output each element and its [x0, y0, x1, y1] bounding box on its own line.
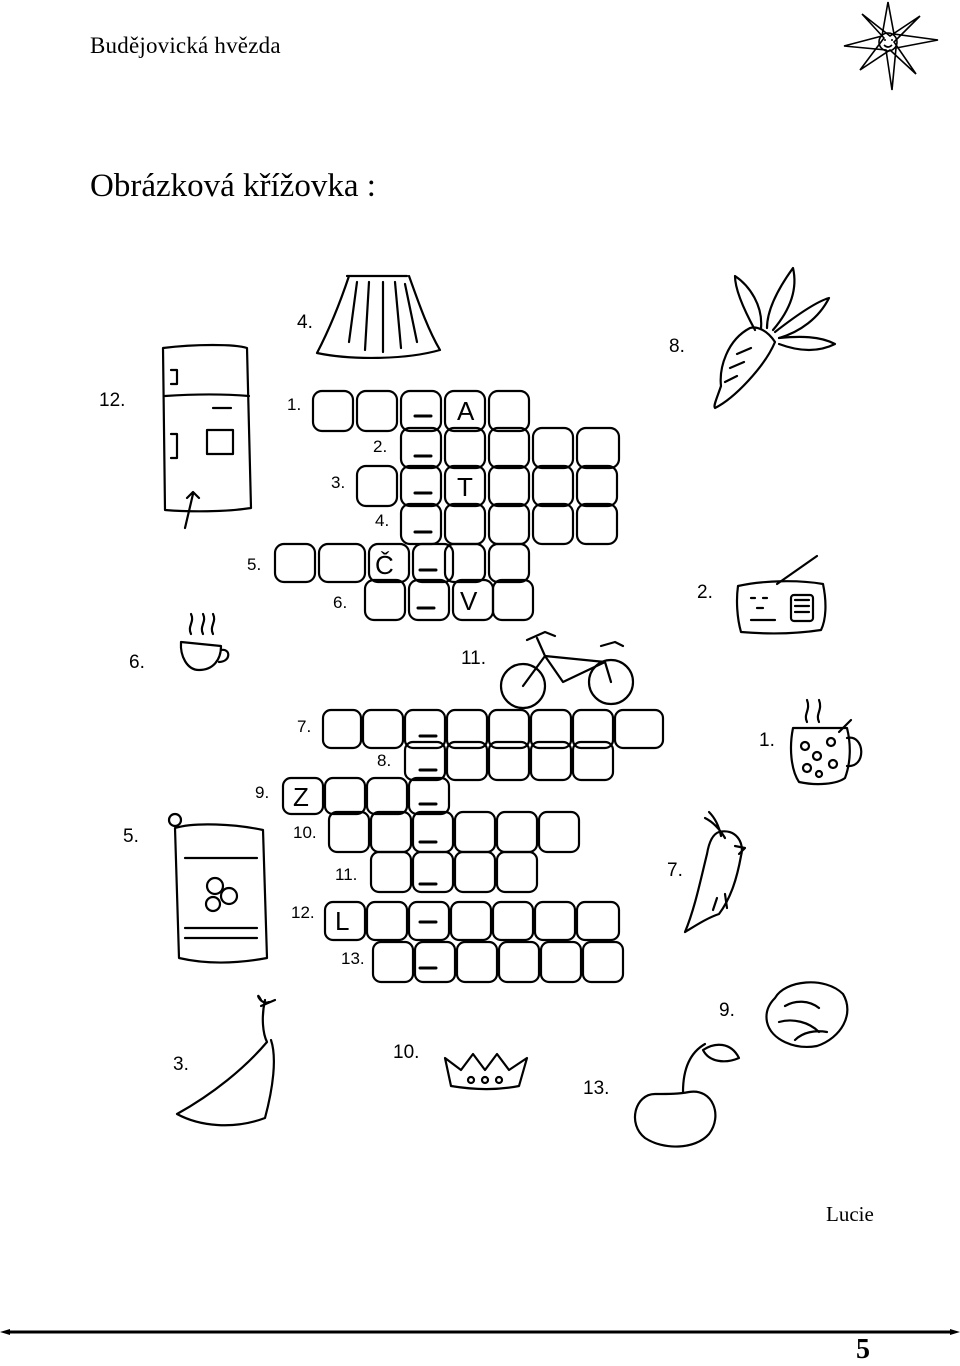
grid-clue-number: 7.	[297, 717, 311, 736]
crossword-lower-grid	[281, 708, 665, 984]
grid-clue-number: 12.	[291, 903, 315, 922]
parrot-icon	[683, 810, 747, 934]
fridge-icon	[161, 343, 253, 530]
picture-number: 9.	[719, 1000, 735, 1021]
header-title: Budějovická hvězda	[90, 33, 281, 58]
crossword-upper-grid	[273, 389, 621, 622]
oven-mitt-icon	[167, 812, 269, 964]
picture-number: 1.	[759, 730, 775, 751]
teacup-icon	[179, 612, 230, 672]
picture-number: 5.	[123, 826, 139, 847]
beetroot-icon	[713, 266, 837, 410]
solution-column-marks	[413, 414, 438, 970]
page-title: Obrázková křížovka :	[90, 168, 376, 204]
grid-clue-number: 1.	[287, 395, 301, 414]
apple-icon	[634, 1042, 741, 1148]
grid-clue-number: 3.	[331, 473, 345, 492]
footer-divider	[0, 1329, 960, 1335]
grid-clue-number: 8.	[377, 751, 391, 770]
grid-clue-number: 9.	[255, 783, 269, 802]
picture-number: 10.	[393, 1042, 419, 1063]
grid-letter: Č	[375, 550, 394, 580]
grid-letter: L	[335, 906, 349, 936]
mug-icon	[789, 698, 863, 786]
picture-number: 13.	[583, 1078, 609, 1099]
scarf-icon	[175, 994, 277, 1127]
grid-letter: Z	[293, 782, 309, 812]
picture-number: 8.	[669, 336, 685, 357]
picture-number: 2.	[697, 582, 713, 603]
picture-number: 6.	[129, 652, 145, 673]
author-name: Lucie	[826, 1202, 874, 1226]
bicycle-icon	[499, 630, 635, 710]
grid-clue-number: 4.	[375, 511, 389, 530]
cabbage-icon	[765, 981, 849, 1048]
grid-clue-number: 2.	[373, 437, 387, 456]
picture-number: 4.	[297, 312, 313, 333]
grid-letter: V	[460, 586, 478, 616]
grid-clue-number: 6.	[333, 593, 347, 612]
grid-clue-number: 10.	[293, 823, 317, 842]
picture-crossword: 1. 2. 3. 4. 5. 6. 7. 8. 9. 10. 11. 12. 1…	[99, 266, 863, 1148]
grid-letter: A	[457, 396, 475, 426]
grid-clue-number: 13.	[341, 949, 365, 968]
picture-number: 12.	[99, 390, 125, 411]
radio-icon	[735, 554, 827, 635]
grid-letter: T	[457, 472, 473, 502]
skirt-icon	[315, 274, 442, 359]
crown-icon	[443, 1052, 529, 1091]
star-logo-icon	[843, 1, 939, 91]
page-number: 5	[856, 1334, 870, 1365]
grid-clue-number: 11.	[335, 865, 357, 884]
picture-number: 7.	[667, 860, 683, 881]
picture-number: 11.	[461, 648, 486, 669]
grid-clue-number: 5.	[247, 555, 261, 574]
picture-number: 3.	[173, 1054, 189, 1075]
